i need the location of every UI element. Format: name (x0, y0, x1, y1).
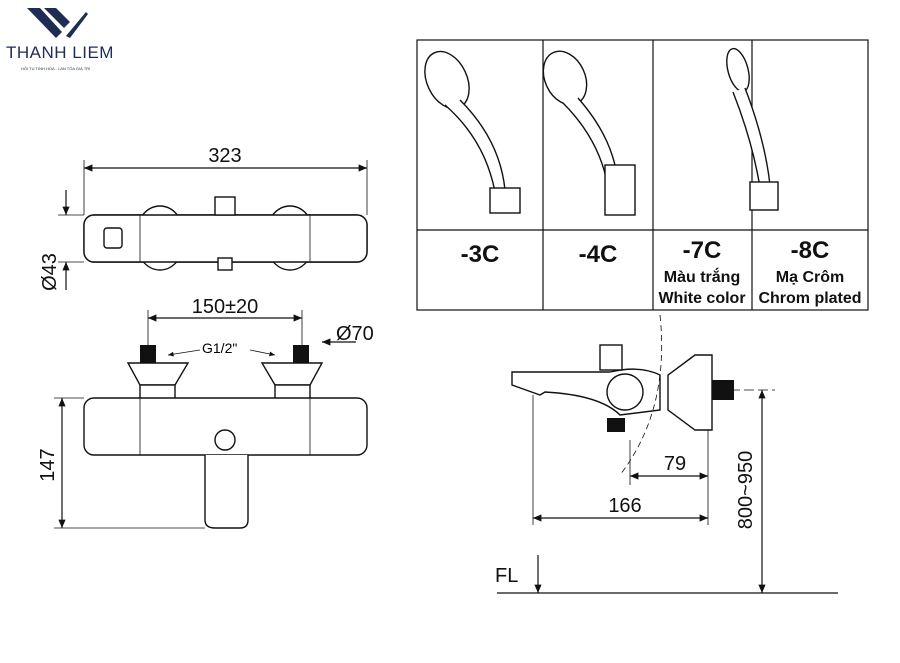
spout-length-dimension: 166 (608, 495, 641, 517)
hand-shower-7c-image (726, 47, 779, 211)
variant-code: -7C (683, 237, 722, 264)
spacing-dimension: 150±20 (192, 296, 259, 318)
top-view: 323 Ø43 (39, 145, 368, 291)
height-dimension: 147 (37, 448, 59, 481)
variants-table: -3C -4C -7C Màu trắng White color -8C Mạ… (416, 39, 869, 311)
flange-dimension: Ø70 (336, 323, 374, 345)
variant-code: -8C (791, 237, 830, 264)
variant-label-vi: Mạ Crôm (776, 269, 844, 286)
brand-tagline: HỘI TỤ TINH HOA - LAN TỎA GIÁ TRỊ (21, 66, 90, 71)
variant-label-vi: Màu trắng (664, 267, 740, 286)
install-height-dimension: 800~950 (735, 451, 757, 529)
hand-shower-4c-image (542, 50, 636, 216)
brand-name: THANH LIEM (6, 43, 114, 62)
variant-code: -3C (461, 241, 500, 268)
front-view: 150±20 Ø70 G1/2" 147 (37, 296, 374, 529)
side-view: 166 79 800~950 FL (495, 314, 838, 594)
width-dimension: 323 (208, 145, 241, 167)
variant-4c: -4C (579, 241, 618, 268)
hand-shower-3c-image (424, 50, 521, 214)
variant-7c: -7C Màu trắng White color (658, 237, 745, 307)
variant-8c: -8C Mạ Crôm Chrom plated (758, 237, 861, 307)
thread-label: G1/2" (202, 340, 237, 356)
floor-level-label: FL (495, 565, 518, 587)
variant-label-en: Chrom plated (758, 290, 861, 307)
outlet-dimension: 79 (664, 453, 686, 475)
brand-logo: THANH LIEM HỘI TỤ TINH HOA - LAN TỎA GIÁ… (6, 8, 114, 71)
variant-3c: -3C (461, 241, 500, 268)
variant-label-en: White color (658, 290, 745, 307)
diameter-dimension: Ø43 (39, 253, 61, 291)
variant-code: -4C (579, 241, 618, 268)
